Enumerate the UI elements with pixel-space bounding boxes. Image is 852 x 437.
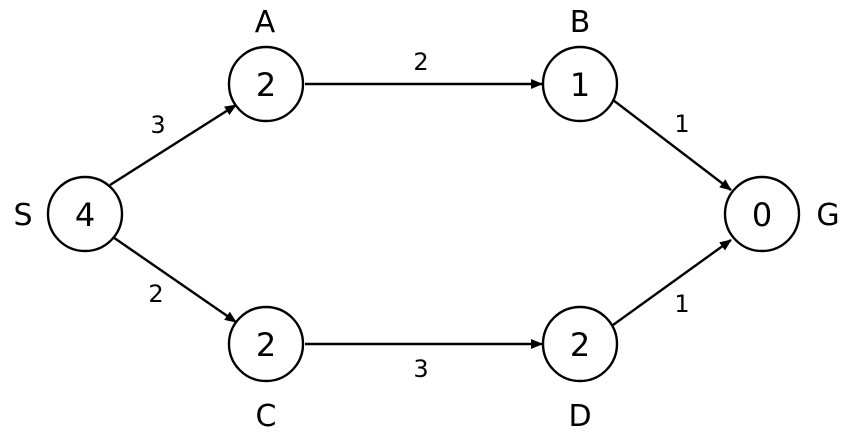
edge-d-g [612, 239, 732, 326]
node-g-value: 0 [752, 196, 772, 234]
node-b-circle [541, 45, 619, 123]
edge-s-a [109, 103, 237, 187]
node-g-name: G [816, 198, 839, 233]
edge-weight-c-d: 3 [413, 355, 428, 383]
node-c: 2 C [227, 305, 305, 434]
node-c-name: C [256, 399, 277, 434]
edge-b-g [612, 99, 732, 191]
node-g: 0 G [723, 175, 840, 253]
node-c-circle [227, 305, 305, 383]
node-d: 2 D [541, 305, 619, 434]
node-d-circle [541, 305, 619, 383]
node-s: 4 S [13, 175, 124, 253]
edge-weight-a-b: 2 [413, 48, 428, 76]
edges [109, 79, 732, 349]
node-d-value: 2 [570, 326, 590, 364]
edge-s-c [109, 234, 237, 323]
edge-weights: 3 2 1 2 3 1 [148, 48, 689, 383]
node-b-name: B [570, 5, 591, 40]
node-b: 1 B [541, 5, 619, 123]
edge-weight-s-a: 3 [150, 111, 165, 139]
node-b-value: 1 [570, 66, 590, 104]
node-s-name: S [13, 198, 32, 233]
edge-weight-b-g: 1 [674, 110, 689, 138]
node-g-circle [723, 175, 801, 253]
node-s-value: 4 [75, 196, 95, 234]
node-a-value: 2 [256, 66, 276, 104]
node-c-value: 2 [256, 326, 276, 364]
node-d-name: D [568, 399, 591, 434]
node-s-circle [46, 175, 124, 253]
edge-weight-s-c: 2 [148, 280, 163, 308]
node-a-circle [227, 45, 305, 123]
edge-weight-d-g: 1 [674, 290, 689, 318]
node-a: 2 A [227, 5, 305, 123]
node-a-name: A [255, 5, 276, 40]
